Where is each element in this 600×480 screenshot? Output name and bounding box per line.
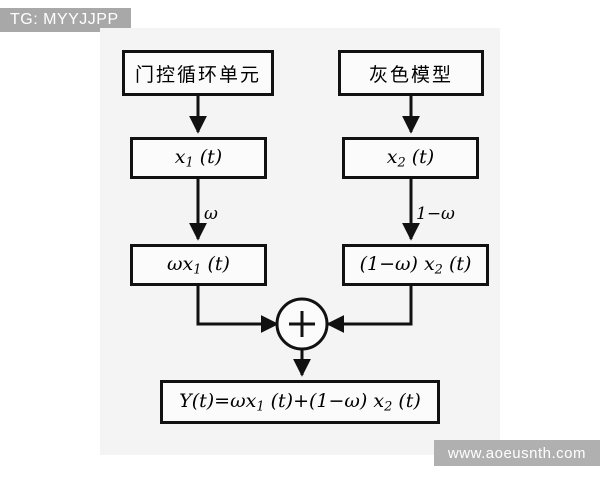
node-wx1-formula: ωx1 (t): [167, 253, 230, 278]
node-grey-label: 灰色模型: [368, 63, 453, 86]
output-x1-argument: (t): [270, 389, 294, 412]
edge-wx1-to-sum: [196, 286, 279, 333]
node-gated-recurrent-unit: 门控循环单元: [122, 50, 274, 96]
tg-watermark-badge: TG: MYYJJPP: [0, 8, 131, 32]
wx1-weight: ω: [167, 252, 183, 275]
summation-node: [275, 297, 329, 351]
node-output-equation: Y(t)=ωx1 (t)+(1−ω) x2 (t): [160, 380, 440, 424]
wx2-subscript: 2: [434, 262, 443, 278]
wx2-variable: x: [423, 252, 435, 275]
node-gru-label: 门控循环单元: [134, 63, 261, 86]
x2-variable: x: [386, 145, 398, 168]
output-weight-1: ω: [230, 389, 246, 412]
output-plus: +: [293, 389, 309, 412]
wx1-variable: x: [182, 252, 194, 275]
edge-label-omega: ω: [204, 204, 218, 224]
x1-variable: x: [174, 145, 186, 168]
edge-wx2-to-sum: [326, 286, 413, 333]
x1-argument: (t): [199, 145, 223, 168]
node-x1-formula: x1 (t): [175, 146, 222, 171]
output-x2-subscript: 2: [384, 399, 393, 415]
x2-argument: (t): [411, 145, 435, 168]
output-formula: Y(t)=ωx1 (t)+(1−ω) x2 (t): [179, 390, 421, 415]
node-wx2-formula: (1−ω) x2 (t): [360, 253, 472, 278]
output-x2-variable: x: [373, 389, 385, 412]
wx2-weight: (1−ω): [359, 252, 418, 275]
site-watermark-badge: www.aoeusnth.com: [433, 440, 600, 466]
node-x2: x2 (t): [342, 137, 479, 179]
node-weighted-x1: ωx1 (t): [130, 244, 267, 286]
diagram-panel: 门控循环单元 灰色模型 x1 (t) x2 (t) ωx1 (t) (1−ω) …: [100, 28, 500, 455]
node-x2-formula: x2 (t): [387, 146, 434, 171]
tg-watermark-text: TG: MYYJJPP: [10, 11, 119, 28]
wx1-subscript: 1: [193, 262, 202, 278]
edge-label-one-minus-omega: 1−ω: [416, 204, 455, 224]
node-weighted-x2: (1−ω) x2 (t): [342, 244, 489, 286]
wx1-argument: (t): [207, 252, 230, 275]
site-watermark-text: www.aoeusnth.com: [447, 444, 586, 462]
output-x2-argument: (t): [398, 389, 421, 412]
output-x1-subscript: 1: [256, 399, 265, 415]
output-lhs: Y(t)=: [179, 389, 231, 412]
plus-icon: [289, 311, 315, 337]
x2-subscript: 2: [397, 155, 406, 171]
output-weight-2: (1−ω): [308, 389, 368, 412]
node-grey-model: 灰色模型: [338, 50, 484, 96]
node-x1: x1 (t): [130, 137, 267, 179]
output-x1-variable: x: [245, 389, 257, 412]
wx2-argument: (t): [448, 252, 472, 275]
x1-subscript: 1: [185, 155, 194, 171]
